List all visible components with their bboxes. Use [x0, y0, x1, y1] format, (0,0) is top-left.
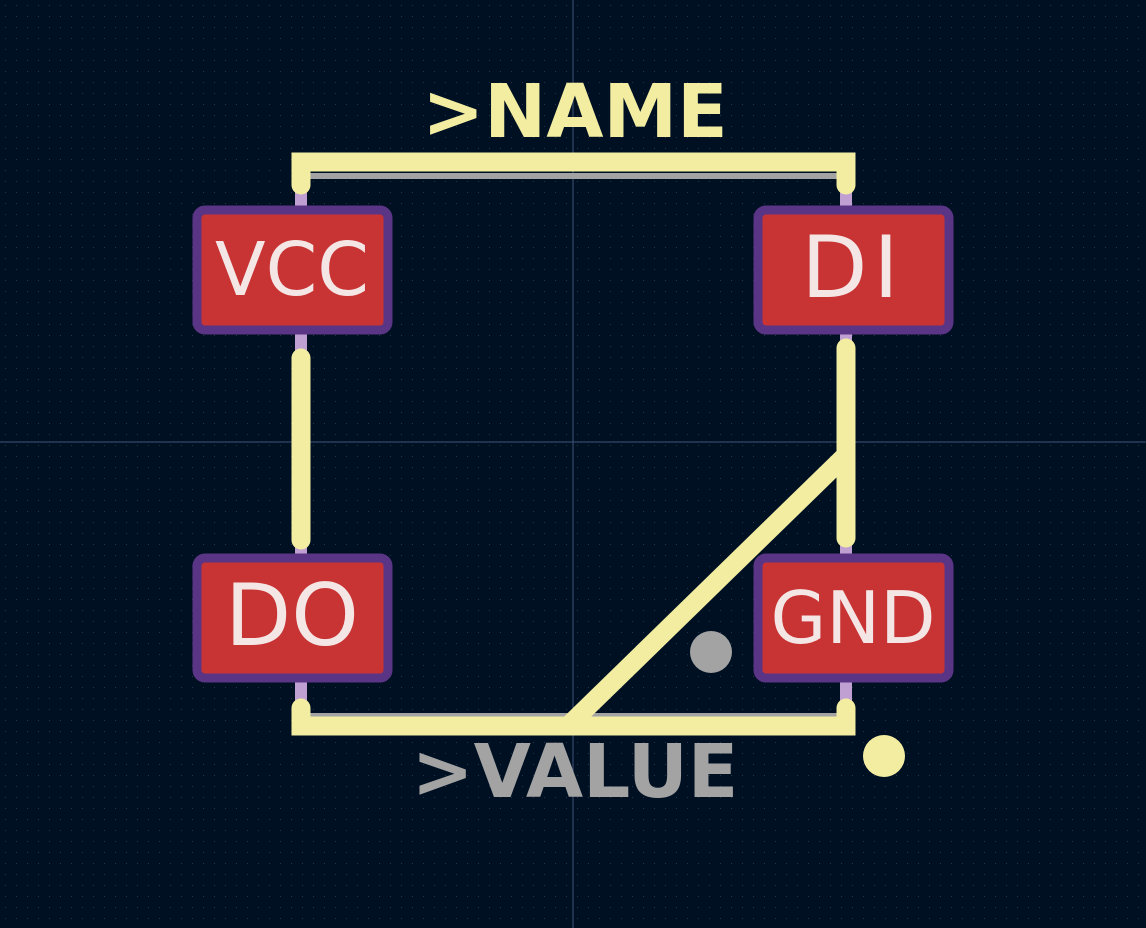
pad-di[interactable]: DI [753, 205, 954, 335]
silkscreen-outline [291, 152, 856, 736]
pad-label-do: DO [225, 566, 359, 666]
pad-label-di: DI [801, 218, 905, 318]
pad-vcc[interactable]: VCC [192, 205, 393, 335]
pad-do[interactable]: DO [192, 553, 393, 683]
fab-pin1-dot [690, 631, 732, 673]
silkscreen-pin1-dot [863, 735, 905, 777]
pad-label-vcc: VCC [215, 227, 369, 313]
reference-text-field[interactable]: >NAME [422, 69, 727, 155]
value-text-field[interactable]: >VALUE [412, 729, 739, 815]
pad-label-gnd: GND [770, 576, 935, 660]
pad-gnd[interactable]: GND [753, 553, 954, 683]
